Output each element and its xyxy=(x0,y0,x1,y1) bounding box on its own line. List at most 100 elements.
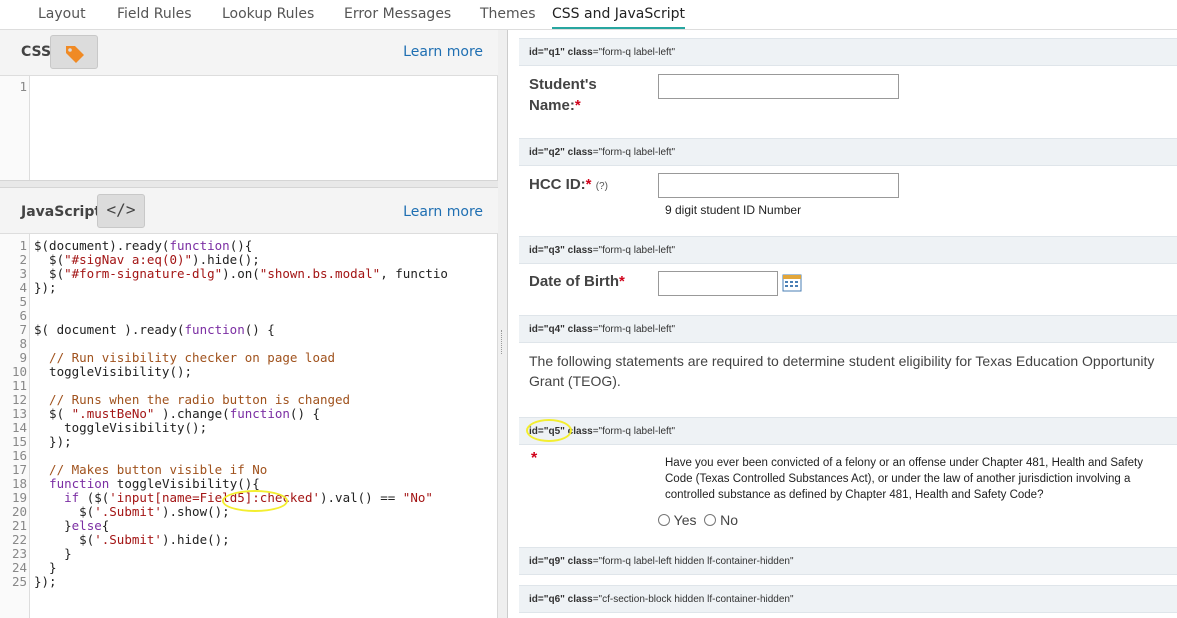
q1-class: ="form-q label-left" xyxy=(592,47,676,58)
q2-info-bar: id="q2" class="form-q label-left" xyxy=(519,138,1177,166)
code-line: }); xyxy=(34,574,57,589)
line-number: 14 xyxy=(11,420,27,435)
css-line-numbers: 1 xyxy=(0,76,30,180)
js-panel-title: JavaScript xyxy=(21,204,102,220)
hcc-id-hint: 9 digit student ID Number xyxy=(665,203,802,217)
code-line: $("#sigNav a:eq(0)").hide(); xyxy=(34,252,260,267)
radio-no[interactable] xyxy=(704,514,717,526)
students-name-input[interactable] xyxy=(658,74,899,99)
line-number: 4 xyxy=(19,280,27,295)
css-panel-header: CSS Learn more xyxy=(0,30,498,76)
line-number: 6 xyxy=(19,308,27,323)
code-line: $( document ).ready(function() { xyxy=(34,322,275,337)
line-number: 2 xyxy=(19,252,27,267)
css-panel-title: CSS xyxy=(21,44,52,60)
q2-label: HCC ID:* (?) xyxy=(529,176,608,193)
q5-info-bar: id="q5" class="form-q label-left" xyxy=(519,417,1177,445)
css-tag-button[interactable] xyxy=(50,35,98,69)
q1-label: Student's Name:* xyxy=(529,76,597,114)
line-number: 16 xyxy=(11,448,27,463)
help-tooltip-icon[interactable]: (?) xyxy=(595,181,608,192)
line-number: 22 xyxy=(11,532,27,547)
line-number: 25 xyxy=(11,574,27,589)
q9-info-bar: id="q9" class="form-q label-left hidden … xyxy=(519,547,1177,575)
css-editor[interactable]: 1 xyxy=(0,76,498,180)
tab-lookup-rules[interactable]: Lookup Rules xyxy=(222,6,315,22)
q1-info-bar: id="q1" class="form-q label-left" xyxy=(519,38,1177,66)
js-learn-more-link[interactable]: Learn more xyxy=(403,204,483,220)
q3-label: Date of Birth* xyxy=(529,273,625,290)
code-line: }); xyxy=(34,280,57,295)
line-number: 9 xyxy=(19,350,27,365)
q5-highlight-circle xyxy=(526,419,572,442)
q6-info-bar: id="q6" class="cf-section-block hidden l… xyxy=(519,585,1177,613)
line-number: 1 xyxy=(19,238,27,253)
q5-required-star: * xyxy=(531,450,538,467)
line-number: 13 xyxy=(11,406,27,421)
code-line: $(document).ready(function(){ xyxy=(34,238,253,253)
radio-yes-label[interactable]: Yes xyxy=(673,512,697,528)
line-number: 17 xyxy=(11,462,27,477)
q4-info-bar: id="q4" class="form-q label-left" xyxy=(519,315,1177,343)
code-line: $( ".mustBeNo" ).change(function() { xyxy=(34,406,321,421)
line-number: 23 xyxy=(11,546,27,561)
pane-splitter[interactable] xyxy=(498,30,508,618)
tab-css-javascript[interactable]: CSS and JavaScript xyxy=(552,6,685,29)
code-line: $("#form-signature-dlg").on("shown.bs.mo… xyxy=(34,266,448,281)
line-number: 15 xyxy=(11,434,27,449)
felony-question-text: Have you ever been convicted of a felony… xyxy=(665,457,1143,501)
tab-layout[interactable]: Layout xyxy=(38,6,86,22)
code-line xyxy=(34,309,496,323)
code-line: $('.Submit').hide(); xyxy=(34,532,230,547)
tag-icon xyxy=(66,46,84,63)
code-editor-pane: CSS Learn more 1 JavaScript </> Learn mo… xyxy=(0,30,498,618)
code-line: toggleVisibility(); xyxy=(34,420,208,435)
felony-radio-group: Yes No xyxy=(658,512,738,528)
tab-error-messages[interactable]: Error Messages xyxy=(344,6,452,22)
code-line xyxy=(34,295,496,309)
code-line: // Runs when the radio button is changed xyxy=(34,392,351,407)
js-code-lines: $(document).ready(function(){ $("#sigNav… xyxy=(34,234,496,589)
line-number: 19 xyxy=(11,490,27,505)
code-line xyxy=(34,379,496,393)
splitter-grip xyxy=(501,330,504,354)
line-number: 5 xyxy=(19,294,27,309)
field5-highlight-circle xyxy=(222,490,288,512)
tab-bar: Layout Field Rules Lookup Rules Error Me… xyxy=(0,0,1177,30)
code-line: toggleVisibility(); xyxy=(34,364,193,379)
code-line: $('.Submit').show(); xyxy=(34,504,230,519)
code-line: }); xyxy=(34,434,72,449)
line-number: 12 xyxy=(11,392,27,407)
teog-statement-text: The following statements are required to… xyxy=(529,353,1155,389)
code-brackets-icon[interactable]: </> xyxy=(97,194,145,228)
tab-themes[interactable]: Themes xyxy=(480,6,536,22)
line-number: 3 xyxy=(19,266,27,281)
code-line: // Makes button visible if No xyxy=(34,462,268,477)
line-number: 11 xyxy=(11,378,27,393)
line-number: 18 xyxy=(11,476,27,491)
js-panel-header: JavaScript </> Learn more xyxy=(0,188,498,234)
calendar-icon[interactable] xyxy=(782,273,802,293)
hcc-id-input[interactable] xyxy=(658,173,899,198)
code-line: } xyxy=(34,546,72,561)
line-number: 20 xyxy=(11,504,27,519)
code-line xyxy=(34,337,496,351)
panel-resize-handle[interactable] xyxy=(0,180,498,188)
code-line: function toggleVisibility(){ xyxy=(49,476,260,491)
radio-no-label[interactable]: No xyxy=(720,512,739,528)
line-number: 10 xyxy=(11,364,27,379)
q3-info-bar: id="q3" class="form-q label-left" xyxy=(519,236,1177,264)
tab-field-rules[interactable]: Field Rules xyxy=(117,6,192,22)
date-of-birth-input[interactable] xyxy=(658,271,778,296)
code-line: } xyxy=(34,560,57,575)
line-number: 8 xyxy=(19,336,27,351)
line-number: 24 xyxy=(11,560,27,575)
css-learn-more-link[interactable]: Learn more xyxy=(403,44,483,60)
code-line: // Run visibility checker on page load xyxy=(34,350,336,365)
line-number: 21 xyxy=(11,518,27,533)
radio-yes[interactable] xyxy=(658,514,670,526)
code-line: }else{ xyxy=(34,518,110,533)
form-preview-pane: id="q1" class="form-q label-left" Studen… xyxy=(509,30,1177,618)
